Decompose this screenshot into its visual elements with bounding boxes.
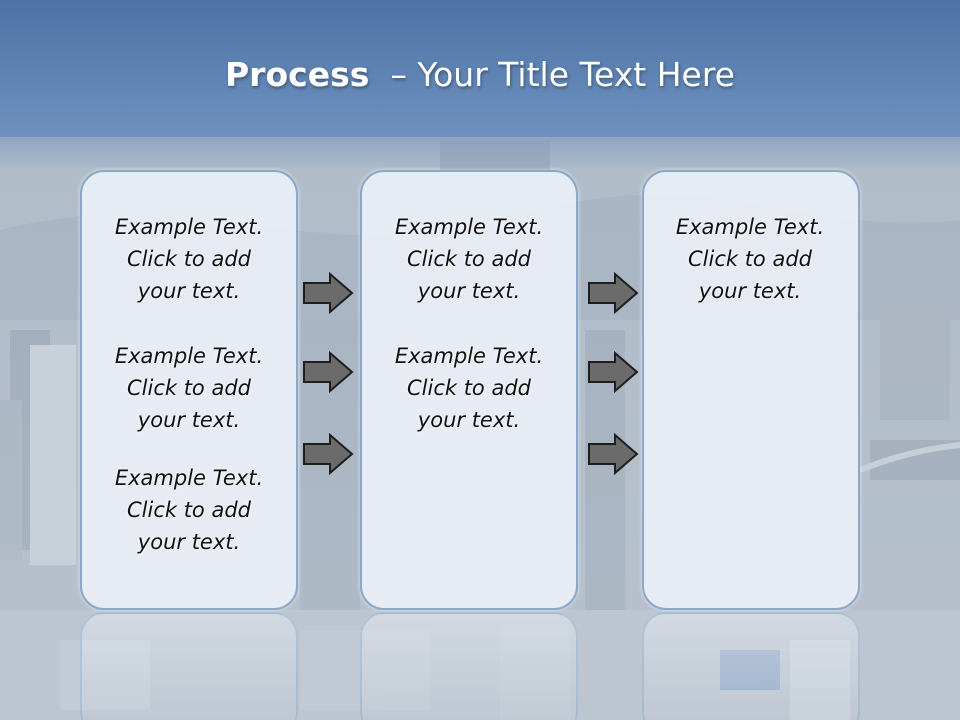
text-block[interactable]: Example Text. Click to add your text. — [362, 211, 576, 307]
text-line: Click to add — [126, 376, 251, 400]
text-line: your text. — [137, 279, 241, 303]
title-rest: – Your Title Text Here — [390, 55, 735, 94]
text-line: your text. — [417, 279, 521, 303]
text-line: Example Text. — [675, 215, 825, 239]
column-3-reflection — [642, 612, 860, 720]
right-arrow-icon[interactable] — [587, 433, 639, 475]
title-bold: Process — [225, 55, 370, 94]
text-line: Click to add — [406, 247, 531, 271]
text-line: Example Text. — [394, 215, 544, 239]
right-arrow-icon[interactable] — [302, 272, 354, 314]
text-line: your text. — [137, 408, 241, 432]
text-line: Example Text. — [114, 215, 264, 239]
text-line: your text. — [137, 530, 241, 554]
slide-title[interactable]: Process – Your Title Text Here — [0, 52, 960, 98]
text-line: Click to add — [126, 498, 251, 522]
process-box-3[interactable] — [642, 170, 860, 610]
text-block[interactable]: Example Text. Click to add your text. — [82, 211, 296, 307]
header-underband — [0, 137, 960, 167]
text-block[interactable]: Example Text. Click to add your text. — [362, 340, 576, 436]
text-line: Click to add — [687, 247, 812, 271]
text-line: your text. — [417, 408, 521, 432]
text-block[interactable]: Example Text. Click to add your text. — [643, 211, 857, 307]
right-arrow-icon[interactable] — [302, 433, 354, 475]
text-line: Example Text. — [114, 466, 264, 490]
right-arrow-icon[interactable] — [587, 272, 639, 314]
text-line: Click to add — [126, 247, 251, 271]
column-1-reflection — [80, 612, 298, 720]
text-block[interactable]: Example Text. Click to add your text. — [82, 462, 296, 558]
right-arrow-icon[interactable] — [302, 351, 354, 393]
text-block[interactable]: Example Text. Click to add your text. — [82, 340, 296, 436]
text-line: Example Text. — [114, 344, 264, 368]
column-2-reflection — [360, 612, 578, 720]
text-line: Example Text. — [394, 344, 544, 368]
text-line: your text. — [698, 279, 802, 303]
process-box-1[interactable] — [80, 170, 298, 610]
header-band — [0, 0, 960, 137]
text-line: Click to add — [406, 376, 531, 400]
right-arrow-icon[interactable] — [587, 351, 639, 393]
process-box-2[interactable] — [360, 170, 578, 610]
